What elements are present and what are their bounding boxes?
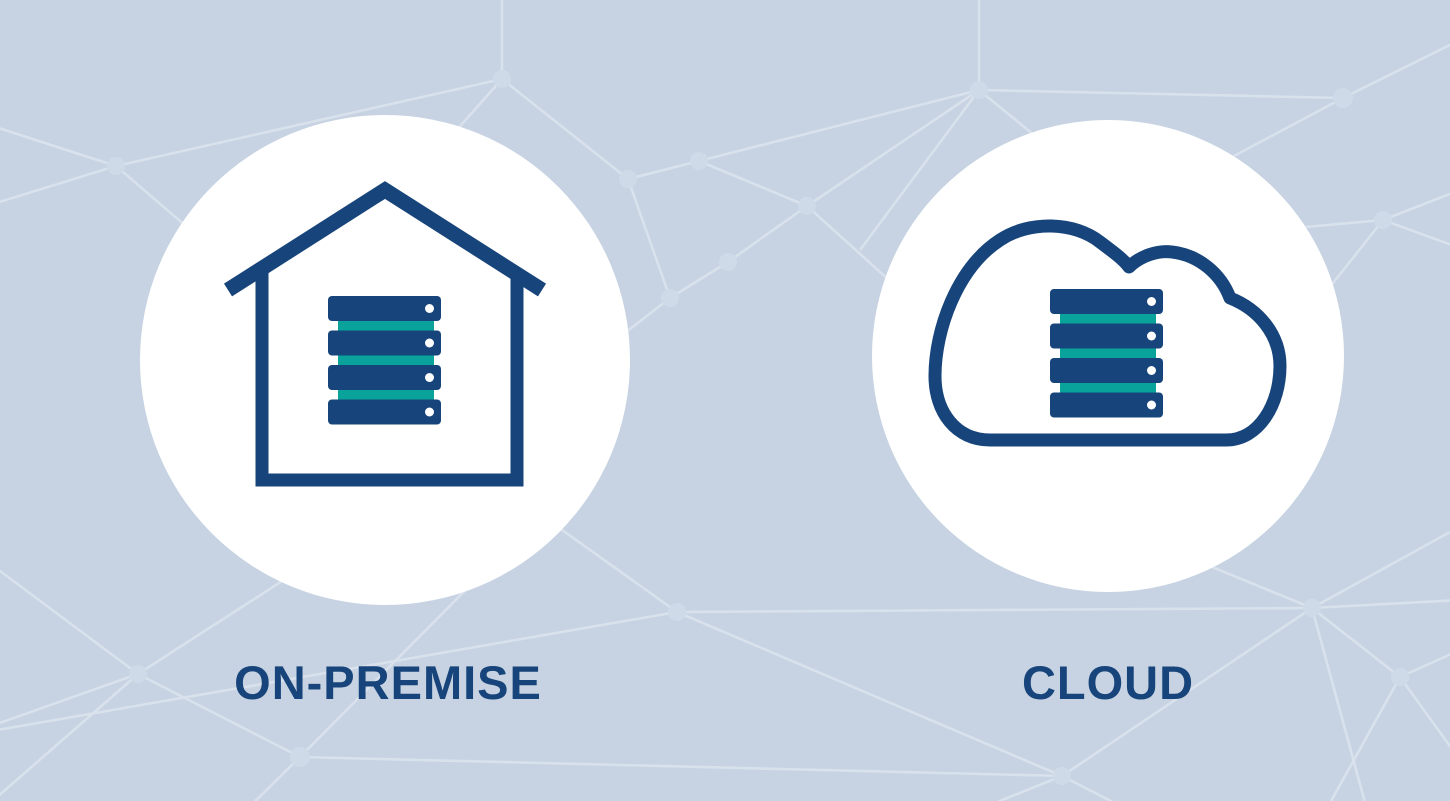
cloud-outline	[928, 219, 1287, 447]
server-unit	[1050, 392, 1163, 418]
house-walls	[255, 270, 524, 487]
server-led-light	[1147, 331, 1156, 341]
server-unit	[1050, 323, 1163, 349]
server-unit	[328, 365, 441, 390]
server-led-light	[425, 338, 434, 348]
cloud-icon	[928, 219, 1287, 447]
server-stack-icon	[1050, 289, 1163, 418]
house-icon	[223, 181, 547, 487]
server-led-light	[1147, 366, 1156, 375]
cloud-label: CLOUD	[1021, 656, 1195, 709]
house-roof	[223, 181, 547, 297]
server-stack-icon	[328, 296, 441, 425]
server-unit	[1050, 289, 1163, 314]
server-unit	[328, 296, 441, 321]
server-unit	[328, 330, 441, 356]
server-led-light	[425, 304, 434, 313]
server-led-light	[425, 373, 434, 382]
server-led-light	[1147, 400, 1156, 410]
on-premise-label: ON-PREMISE	[234, 656, 542, 709]
server-unit	[1050, 358, 1163, 383]
server-led-light	[425, 407, 434, 417]
network-nodes	[107, 70, 1409, 785]
server-led-light	[1147, 297, 1156, 306]
server-unit	[328, 399, 441, 425]
